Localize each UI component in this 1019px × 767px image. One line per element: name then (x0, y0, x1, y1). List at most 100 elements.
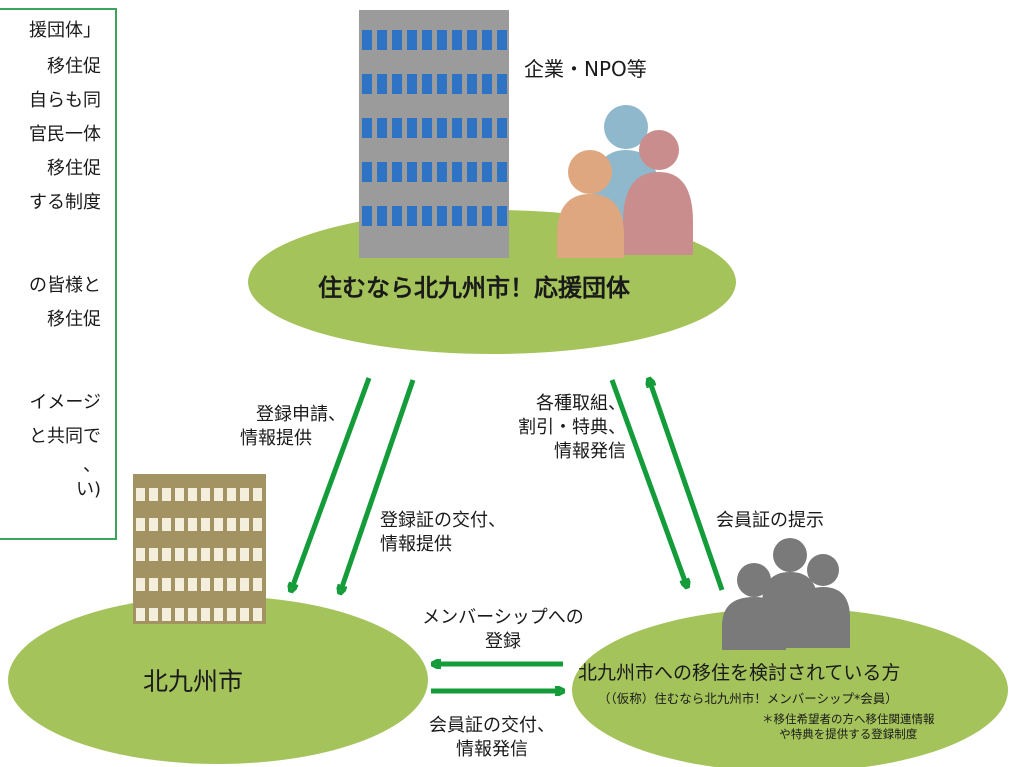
window (407, 206, 417, 226)
window (392, 74, 402, 94)
window (452, 206, 462, 226)
flow-label-line: 登録申請、 (256, 404, 346, 425)
window (362, 162, 372, 182)
member-subtitle: （（仮称）住むなら北九州市！メンバーシップ*会員） (598, 691, 898, 706)
panel-line: 援団体」 (29, 20, 101, 41)
window (136, 548, 145, 561)
window (437, 30, 447, 50)
window (497, 162, 507, 182)
window (188, 548, 197, 561)
window (407, 74, 417, 94)
flow-label-line: 登録 (485, 631, 521, 652)
window (482, 162, 492, 182)
window (377, 118, 387, 138)
flow-label-membership: メンバーシップへの 登録 (392, 606, 614, 654)
window (452, 162, 462, 182)
window (175, 488, 184, 501)
window (422, 118, 432, 138)
window (253, 548, 262, 561)
panel-line: 自らも同 (29, 90, 101, 111)
flow-label-line: 割引・特典、 (518, 417, 626, 438)
window (240, 488, 249, 501)
window (214, 608, 223, 621)
window (437, 118, 447, 138)
window (175, 518, 184, 531)
window (201, 578, 210, 591)
window (467, 206, 477, 226)
flow-label-line: 情報提供 (240, 428, 312, 449)
window (467, 74, 477, 94)
window (407, 162, 417, 182)
window (437, 74, 447, 94)
window (482, 118, 492, 138)
window (175, 578, 184, 591)
window (452, 118, 462, 138)
supporter-group-title: 住むなら北九州市！応援団体 (318, 274, 630, 302)
window (452, 30, 462, 50)
flow-label-application: 登録申請、 情報提供 (226, 403, 346, 451)
window (136, 578, 145, 591)
right-node-ellipse (572, 608, 1008, 767)
panel-line: イメージ (29, 392, 101, 413)
window (407, 118, 417, 138)
flow-label-line: 情報発信 (456, 739, 528, 760)
window (201, 488, 210, 501)
window (162, 578, 171, 591)
arrow-group-to-city (292, 377, 372, 588)
window (201, 608, 210, 621)
window (136, 518, 145, 531)
window (497, 30, 507, 50)
window (149, 488, 158, 501)
window (362, 118, 372, 138)
window (497, 118, 507, 138)
window (482, 30, 492, 50)
panel-line: 移住促 (47, 158, 101, 179)
window (467, 118, 477, 138)
panel-line: する制度 (29, 192, 101, 213)
flow-label-line: メンバーシップへの (422, 607, 584, 628)
window (201, 548, 210, 561)
arrow-group-to-member (609, 379, 686, 584)
window (214, 548, 223, 561)
window (422, 206, 432, 226)
window (214, 578, 223, 591)
window (482, 206, 492, 226)
panel-line: 官民一体 (29, 124, 101, 145)
window (149, 548, 158, 561)
panel-line: 移住促 (47, 309, 101, 330)
window (377, 74, 387, 94)
window (482, 74, 492, 94)
member-note-line: ＊移住希望者の方へ移住関連情報 (762, 712, 935, 726)
window (392, 206, 402, 226)
window (175, 608, 184, 621)
company-caption: 企業・NPO等 (524, 57, 647, 81)
window (422, 30, 432, 50)
window (227, 608, 236, 621)
window (253, 608, 262, 621)
window (452, 74, 462, 94)
window (136, 608, 145, 621)
arrow-member-to-group (650, 382, 725, 591)
panel-line: 、 (83, 455, 101, 476)
residents-people-icon (722, 538, 850, 650)
flow-label-line: 登録証の交付、 (380, 510, 506, 531)
window (162, 518, 171, 531)
member-title: 北九州市への移住を検討されている方 (578, 662, 901, 684)
window (240, 578, 249, 591)
window (227, 548, 236, 561)
city-hall-building-icon (133, 474, 266, 624)
window (162, 488, 171, 501)
window (253, 518, 262, 531)
window (437, 162, 447, 182)
window (467, 30, 477, 50)
window (227, 488, 236, 501)
window (162, 608, 171, 621)
window (422, 162, 432, 182)
flow-label-line: 情報提供 (380, 534, 452, 555)
window (392, 118, 402, 138)
window (392, 30, 402, 50)
window (362, 206, 372, 226)
window (467, 162, 477, 182)
window (377, 162, 387, 182)
